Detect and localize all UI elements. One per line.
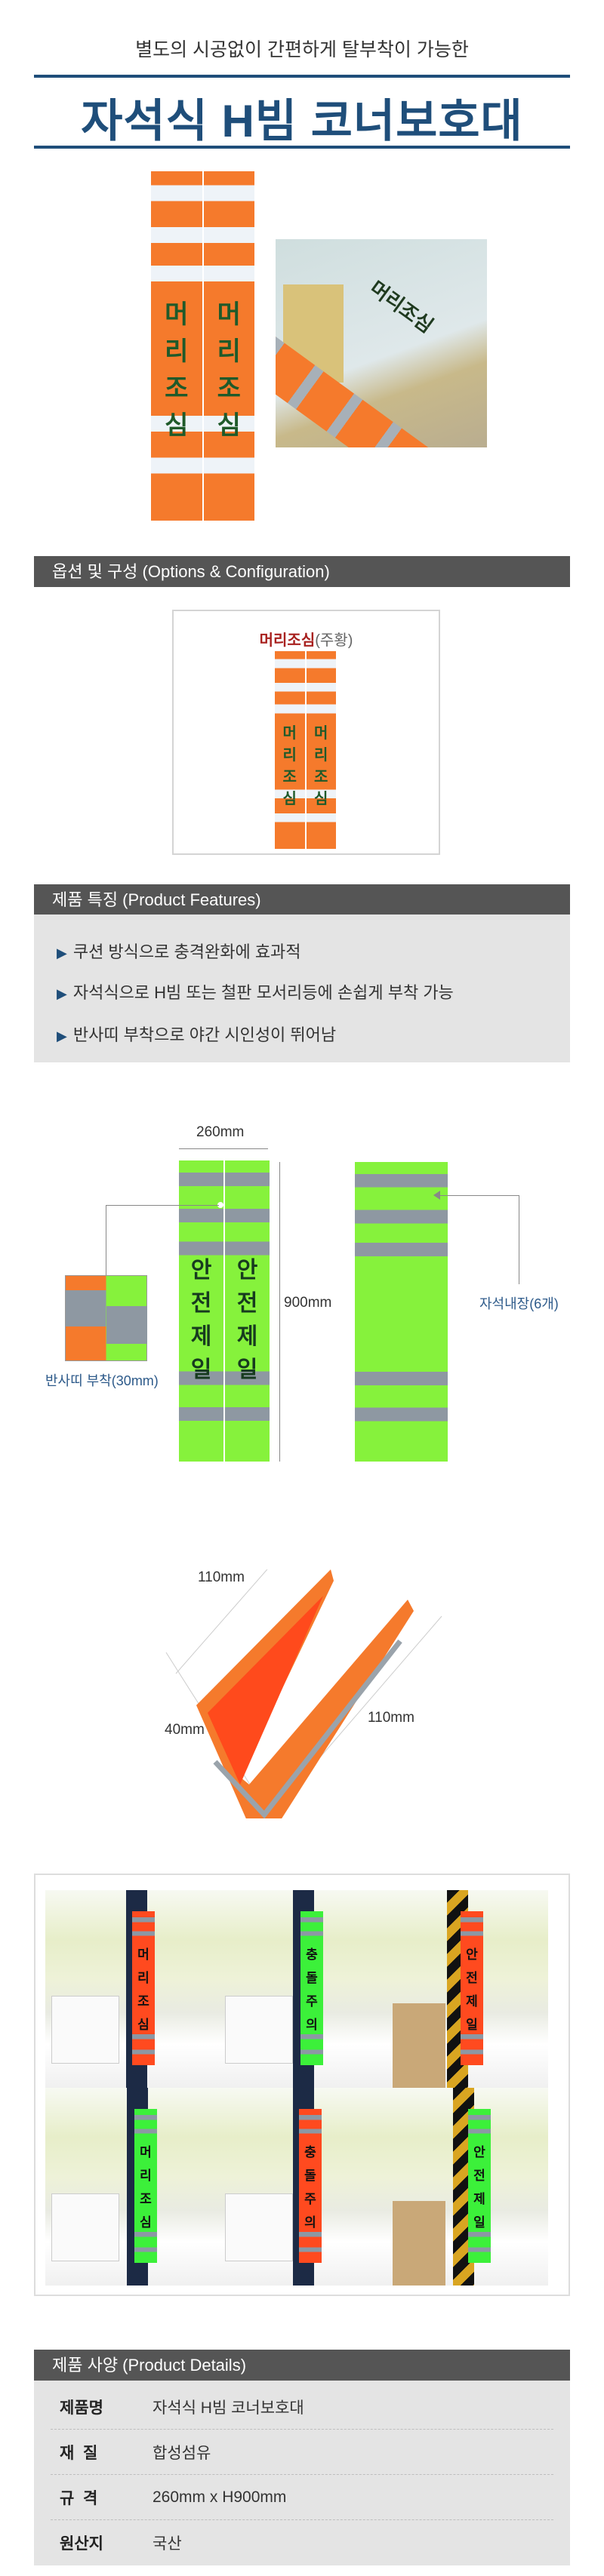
features-section-heading: 제품 특징 (Product Features) [34, 884, 570, 915]
page-title: 자석식 H빔 코너보호대 [81, 96, 523, 146]
triangle-right-icon: ▶ [57, 1028, 67, 1044]
product-char: 안 [236, 1257, 258, 1283]
height-dimension-label: 900mm [284, 1295, 332, 1311]
feature-item: ▶자석식으로 H빔 또는 철판 모서리등에 손쉽게 부착 가능 [57, 983, 454, 1002]
option-color: (주황) [315, 632, 353, 649]
magnet-callout-line [439, 1195, 519, 1196]
corner-piece-inner [208, 1596, 323, 1784]
product-char: 제 [190, 1323, 212, 1349]
options-section-heading: 옵션 및 구성 (Options & Configuration) [34, 556, 570, 587]
width-dimension-line [179, 1148, 268, 1149]
hero-product-image: 머 리 조 심 머 리 조 심 [151, 171, 254, 521]
product-char: 리 [217, 337, 241, 367]
corner-piece-image [165, 1569, 442, 1818]
product-char: 일 [190, 1357, 212, 1382]
truck [51, 2193, 119, 2261]
product-char: 심 [314, 790, 328, 807]
corner-piece-reflective [213, 1639, 402, 1818]
product-char: 머 [314, 724, 328, 742]
product-char: 리 [165, 337, 189, 367]
product-char: 조 [165, 374, 189, 404]
feature-item: ▶쿠션 방식으로 충격완화에 효과적 [57, 942, 301, 961]
product-char: 조 [217, 374, 241, 404]
installed-product-photo: 머리조심 [276, 239, 487, 447]
option-label: 머리조심(주황) [174, 628, 439, 650]
reflective-callout-line [106, 1205, 219, 1206]
width-dimension-label: 260mm [196, 1124, 245, 1140]
option-name: 머리조심 [259, 632, 316, 649]
truck [225, 2193, 293, 2261]
product-char: 조 [314, 768, 328, 785]
magnet-label: 자석내장(6개) [479, 1296, 559, 1311]
page-subtitle: 별도의 시공없이 간편하게 탈부착이 가능한 [135, 39, 469, 60]
feature-item: ▶반사띠 부착으로 야간 시인성이 뛰어남 [57, 1025, 337, 1044]
features-list: ▶쿠션 방식으로 충격완화에 효과적 ▶자석식으로 H빔 또는 철판 모서리등에… [34, 915, 570, 1062]
corner-depth-label: 40mm [165, 1722, 205, 1738]
product-char: 머 [217, 300, 241, 330]
back-product-image [355, 1162, 448, 1462]
truck [51, 1996, 119, 2064]
product-char: 머 [165, 300, 189, 330]
mounted-protector-text: 머리조심 [365, 276, 438, 337]
product-panel-left: 머 리 조 심 [151, 171, 202, 521]
reflective-strip-swatch [106, 1306, 147, 1344]
product-char: 리 [282, 746, 297, 764]
corner-side-label: 110mm [368, 1710, 414, 1726]
product-char: 심 [217, 411, 241, 441]
product-char: 심 [282, 790, 297, 807]
title-divider-top [34, 75, 570, 78]
product-panel-right: 머 리 조 심 [203, 171, 254, 521]
boxes [393, 2201, 445, 2286]
callout-dot [217, 1202, 223, 1208]
height-dimension-line [279, 1162, 280, 1462]
reflective-strip-closeup [65, 1275, 147, 1361]
option-card[interactable]: 머리조심(주황) 머 리 조 심 머 리 조 심 [172, 610, 440, 855]
product-char: 전 [190, 1290, 212, 1316]
triangle-right-icon: ▶ [57, 986, 67, 1001]
product-char: 조 [282, 768, 297, 785]
boxes [393, 2003, 445, 2088]
product-char: 전 [236, 1290, 258, 1316]
truck [225, 1996, 293, 2064]
corner-top-dimension-line [175, 1569, 268, 1674]
product-char: 머 [282, 724, 297, 742]
reflective-strip-label: 반사띠 부착(30mm) [45, 1373, 159, 1388]
specs-section-heading: 제품 사양 (Product Details) [34, 2350, 570, 2381]
front-product-image: 안 전 제 일 안 전 제 일 [179, 1160, 270, 1462]
product-char: 일 [236, 1357, 258, 1382]
arrow-left-icon [433, 1191, 440, 1200]
option-product-image: 머 리 조 심 머 리 조 심 [275, 651, 336, 849]
product-char: 안 [190, 1257, 212, 1283]
product-char: 제 [236, 1323, 258, 1349]
product-char: 심 [165, 411, 189, 441]
product-char: 리 [314, 746, 328, 764]
title-divider-bottom [34, 146, 570, 149]
triangle-right-icon: ▶ [57, 945, 67, 961]
corner-top-label: 110mm [198, 1569, 245, 1585]
